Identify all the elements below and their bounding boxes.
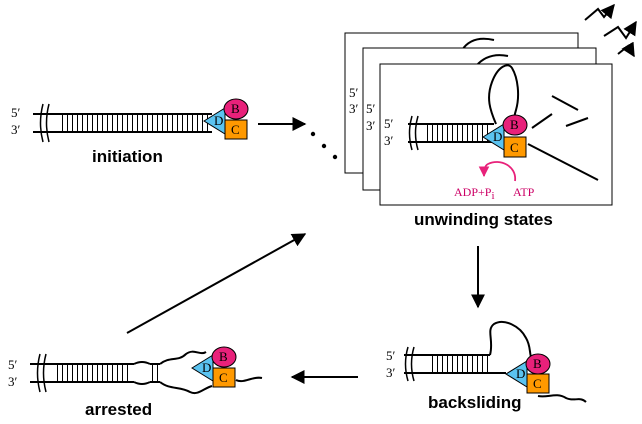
svg-text:B: B: [510, 117, 519, 132]
svg-text:D: D: [516, 366, 525, 381]
three-prime-label: 3′: [11, 122, 21, 137]
subunit-d-label: D: [214, 113, 223, 128]
svg-text:C: C: [533, 376, 542, 391]
subunit-c: [526, 373, 550, 394]
svg-text:5′: 5′: [366, 101, 376, 116]
svg-text:D: D: [493, 129, 502, 144]
motion-squiggle-arrows: [584, 3, 637, 58]
svg-text:C: C: [510, 140, 519, 155]
unwinding-states-stack: 5′ 3′ 5′ 3′ 5′ 3′ D B: [344, 32, 613, 206]
svg-text:3′: 3′: [8, 374, 18, 389]
subunit-b: [223, 98, 249, 120]
arrow-arrested-to-unwinding: [126, 233, 307, 334]
panel-front: [379, 63, 613, 206]
initiation-label: initiation: [92, 147, 163, 166]
recbcd-enzyme: D B C: [203, 98, 249, 140]
svg-text:3′: 3′: [366, 118, 376, 133]
fragment: [551, 95, 579, 111]
fragment: [531, 113, 553, 129]
fragment: [565, 117, 589, 127]
atp-label: ATP: [513, 185, 535, 199]
svg-text:3′: 3′: [384, 133, 394, 148]
subunit-c: [212, 367, 236, 388]
svg-text:3′: 3′: [349, 101, 359, 116]
arrested-complex: 5′ 3′ D B C: [8, 346, 263, 395]
svg-text:C: C: [219, 370, 228, 385]
unwinding-states-label: unwinding states: [414, 210, 553, 229]
unwinding-dna: [408, 64, 599, 181]
subunit-c-label: C: [231, 122, 240, 137]
svg-text:3′: 3′: [386, 365, 396, 380]
recbcd-enzyme: D B C: [482, 114, 528, 158]
backsliding-label: backsliding: [428, 393, 522, 412]
break-mark: [39, 103, 44, 143]
subunit-b: [211, 346, 237, 368]
adp-label: ADP+Pi: [454, 185, 495, 202]
ssdna-tail: [537, 394, 587, 403]
dna-duplex: [33, 103, 212, 143]
svg-text:B: B: [219, 349, 228, 364]
subunit-c: [224, 119, 248, 140]
backsliding-complex: 5′ 3′ D B C: [386, 320, 587, 403]
five-prime-label: 5′: [11, 105, 21, 120]
svg-text:5′: 5′: [349, 85, 359, 100]
subunit-c: [503, 136, 527, 158]
initiation-complex: 5′ 3′ D B C initiation: [11, 98, 249, 166]
subunit-b: [502, 114, 528, 136]
svg-text:D: D: [202, 360, 211, 375]
atp-hydrolysis-arrow: [478, 161, 516, 182]
svg-text:5′: 5′: [386, 348, 396, 363]
ssdna-loop: [489, 320, 535, 363]
svg-text:B: B: [533, 356, 542, 371]
arrested-label: arrested: [85, 400, 152, 419]
svg-text:5′: 5′: [8, 357, 18, 372]
ssdna-tail: [235, 376, 263, 383]
subunit-b-label: B: [231, 101, 240, 116]
svg-text:5′: 5′: [384, 116, 394, 131]
ssdna-tail: [527, 143, 599, 181]
ellipsis-dots: [310, 131, 338, 160]
recbcd-enzyme: D B C: [505, 353, 551, 394]
recbcd-enzyme: D B C: [191, 346, 237, 388]
